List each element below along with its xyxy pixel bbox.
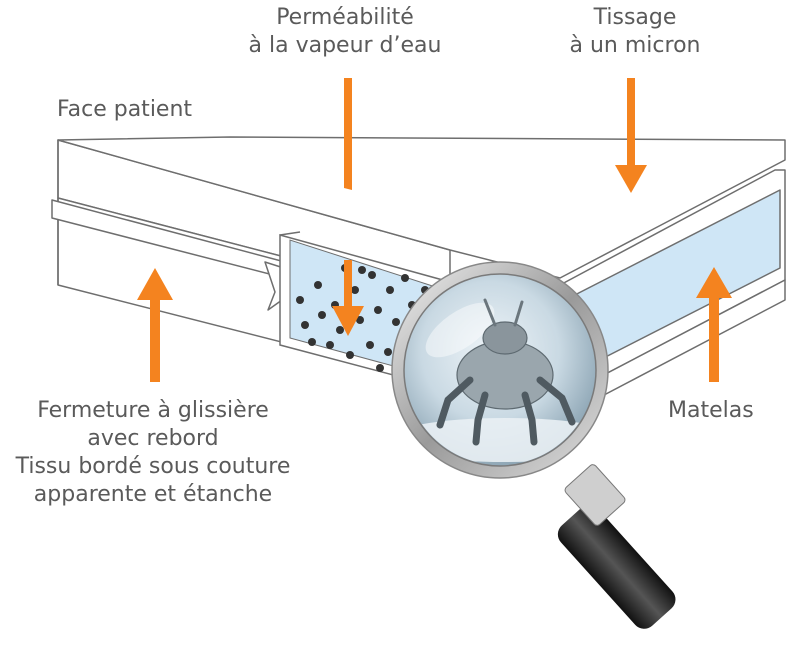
label-vapor-line-1: Perméabilité — [276, 5, 414, 30]
label-patient-side: Face patient — [57, 97, 193, 122]
arrow-inner-down — [332, 260, 364, 336]
label-zipper-line-4: apparente et étanche — [33, 482, 273, 507]
arrow-zipper — [137, 268, 173, 382]
label-micron-weave: Tissage à un micron — [560, 4, 710, 60]
arrow-mattress — [696, 267, 732, 382]
label-weave-line-2: à un micron — [569, 33, 701, 58]
label-zipper-line-1: Fermeture à glissière — [37, 398, 269, 423]
label-zipper-line-3: Tissu bordé sous couture — [15, 454, 291, 479]
label-mattress: Matelas — [668, 398, 754, 423]
arrow-weave — [615, 78, 647, 193]
label-zipper: Fermeture à glissière avec rebord Tissu … — [8, 397, 298, 509]
cover-top-surface — [57, 136, 786, 279]
arrow-vapor — [344, 78, 352, 190]
label-zipper-line-2: avec rebord — [87, 426, 219, 451]
mattress-right-slab — [559, 169, 786, 406]
label-vapor-permeability: Perméabilité à la vapeur d’eau — [238, 4, 452, 60]
label-vapor-line-2: à la vapeur d’eau — [248, 33, 442, 58]
label-weave-line-1: Tissage — [593, 5, 677, 30]
